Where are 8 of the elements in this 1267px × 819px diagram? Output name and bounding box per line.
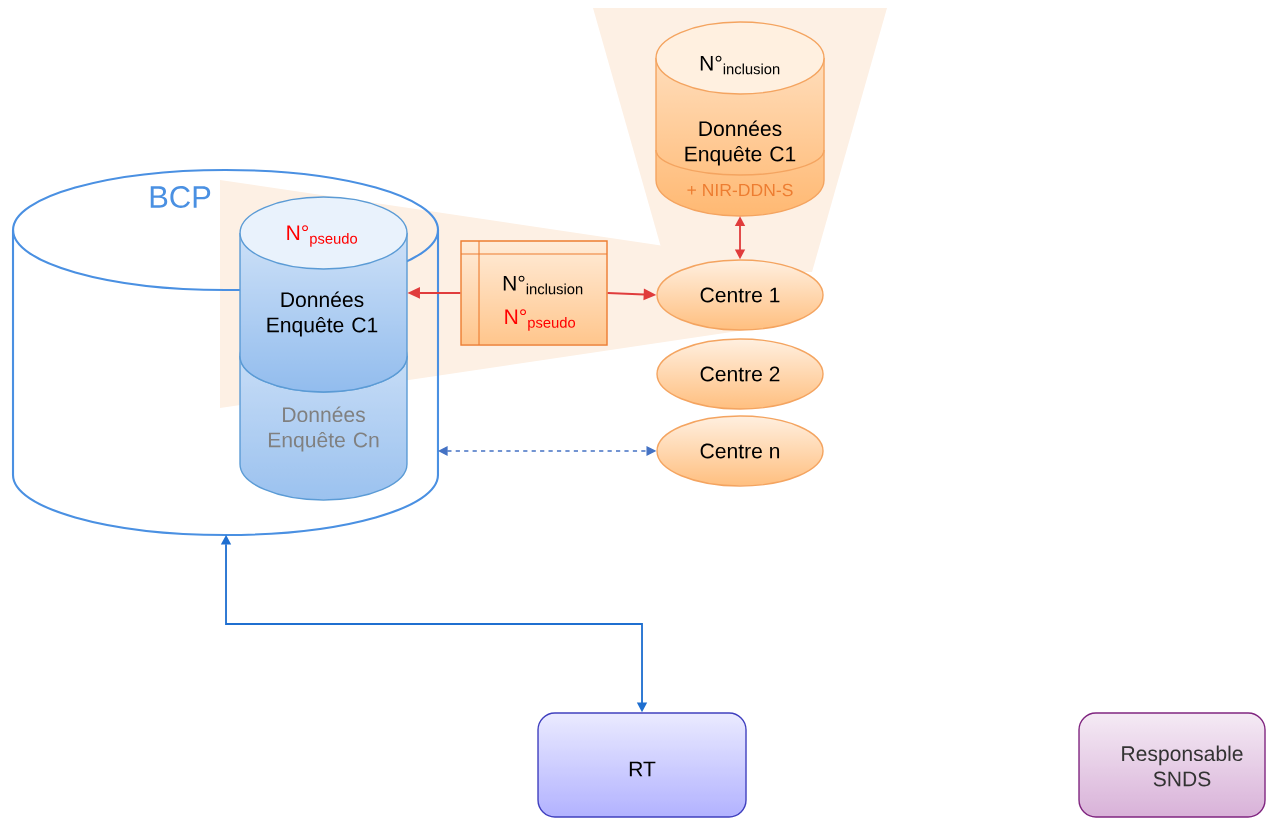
table-box: $\mathrm{N°}_{\mathrm{inclusion}}$ $\mathrm{N°}_{\mathrm{pseudo}}$ xyxy=(460,240,608,346)
node-label: Données Enquête Cn xyxy=(268,406,379,452)
database-cylinder: $\mathrm{N°}_{\mathrm{inclusion}}$ Données Enquête C1 + NIR-DDN-S xyxy=(655,21,825,217)
rounded-box: RT xyxy=(537,712,747,818)
node-label: Données Enquête C1 xyxy=(685,120,796,166)
database-cylinder: $\mathrm{N°}_{\mathrm{pseudo}}$ Données Enquête C1 xyxy=(239,196,408,393)
node-label: + NIR-DDN-S xyxy=(687,183,793,197)
rounded-box: Responsable SNDS xyxy=(1078,712,1266,818)
